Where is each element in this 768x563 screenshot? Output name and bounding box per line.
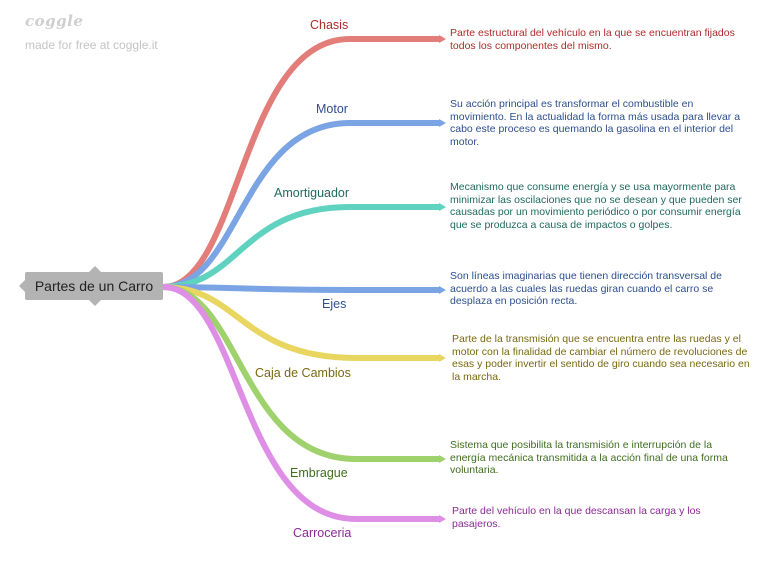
branch-description-carroceria[interactable]: Parte del vehículo en la que descansan l…	[452, 505, 701, 530]
connector-end-ejes	[439, 286, 446, 294]
connector-end-chasis	[439, 35, 446, 43]
connector-chasis	[160, 36, 443, 290]
branch-label-embrague[interactable]: Embrague	[290, 466, 348, 480]
root-node[interactable]: Partes de un Carro	[25, 272, 163, 300]
branch-description-embrague[interactable]: Sistema que posibilita la transmisión e …	[450, 439, 728, 477]
branch-description-motor[interactable]: Su acción principal es transformar el co…	[450, 98, 741, 148]
coggle-credit: made for free at coggle.it	[25, 38, 158, 52]
connector-carroceria	[160, 284, 443, 522]
branch-description-amortiguador[interactable]: Mecanismo que consume energía y se usa m…	[450, 181, 742, 231]
branch-connectors	[160, 35, 446, 523]
root-node-label: Partes de un Carro	[34, 278, 154, 294]
root-expand-down-icon[interactable]	[89, 300, 101, 306]
coggle-logo: coggle	[25, 12, 84, 30]
branch-description-ejes[interactable]: Son líneas imaginarias que tienen direcc…	[450, 270, 722, 308]
connector-amortiguador	[160, 204, 443, 290]
connector-caja	[160, 284, 443, 361]
branch-label-motor[interactable]: Motor	[316, 102, 348, 116]
connector-end-embrague	[439, 455, 446, 463]
connector-end-motor	[439, 119, 446, 127]
branch-description-caja[interactable]: Parte de la transmisión que se encuentra…	[452, 333, 750, 383]
connector-end-amortiguador	[439, 203, 446, 211]
branch-label-ejes[interactable]: Ejes	[322, 297, 347, 311]
branch-label-chasis[interactable]: Chasis	[310, 18, 349, 32]
branch-label-amortiguador[interactable]: Amortiguador	[274, 186, 350, 200]
root-expand-left-icon[interactable]	[19, 280, 25, 292]
branch-description-chasis[interactable]: Parte estructural del vehículo en la que…	[450, 27, 735, 52]
branch-label-caja[interactable]: Caja de Cambios	[255, 366, 351, 380]
connector-end-carroceria	[439, 515, 446, 523]
branch-label-carroceria[interactable]: Carroceria	[293, 526, 352, 540]
connector-motor	[160, 120, 443, 290]
connector-end-caja	[439, 354, 446, 362]
connector-ejes	[160, 284, 443, 293]
root-expand-up-icon[interactable]	[89, 266, 101, 272]
